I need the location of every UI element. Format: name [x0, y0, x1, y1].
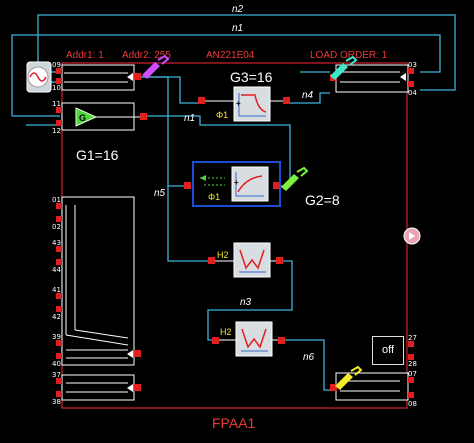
pin-label: 12	[52, 127, 61, 135]
pin-label: 10	[52, 84, 61, 92]
io-cell-01-44[interactable]	[61, 196, 141, 366]
pin-label: 39	[52, 333, 61, 341]
pin-label: 03	[408, 61, 417, 69]
svg-text:+: +	[234, 178, 239, 187]
step-response-icon	[235, 172, 264, 197]
cab-h2-top[interactable]: H2	[208, 242, 283, 278]
pin-label: 08	[408, 400, 417, 408]
probe-icon[interactable]	[281, 166, 309, 191]
net-label-n2: n2	[232, 4, 244, 15]
speaker-icon[interactable]	[403, 227, 421, 245]
pin-label: 41	[52, 286, 61, 294]
load-order-label: LOAD ORDER: 1	[310, 50, 388, 61]
pin-label: 42	[52, 313, 61, 321]
pin-label: 43	[52, 239, 61, 247]
device-label: AN221E04	[206, 50, 255, 61]
svg-text:+: +	[236, 99, 241, 108]
pin-label: 27	[408, 334, 417, 342]
probe-icon[interactable]	[335, 365, 363, 390]
net-label-n5: n5	[154, 188, 166, 199]
pin-label: 02	[52, 223, 61, 231]
gain-triangle-icon	[75, 107, 98, 127]
io-cell-37-38[interactable]	[61, 374, 141, 401]
cab-h2-bottom[interactable]: H2	[212, 321, 285, 357]
probe-icon[interactable]	[142, 54, 170, 79]
right-pin-markers	[408, 68, 414, 398]
cab-g3[interactable]: + Φ1	[198, 86, 290, 122]
pin-label: 09	[52, 61, 61, 69]
h2-label-top: H2	[217, 250, 229, 260]
addr2-label: Addr2: 255	[122, 50, 171, 61]
net-label-n3: n3	[240, 297, 252, 308]
pin-label: 04	[408, 89, 417, 97]
pin-label: 38	[52, 398, 61, 406]
net-label-n1: n1	[184, 113, 195, 124]
probe-icon[interactable]	[330, 55, 358, 80]
pin-label: 01	[52, 196, 61, 204]
io-cell-03-04[interactable]	[330, 64, 409, 93]
phi-label-g3: Φ1	[216, 110, 228, 120]
io-cell-09-10[interactable]	[61, 64, 141, 91]
sine-wave-source-icon[interactable]	[26, 61, 52, 93]
chip-name-label: FPAA1	[212, 415, 256, 431]
pin-label: 11	[52, 100, 61, 108]
addr1-label: Addr1: 1	[66, 50, 104, 61]
pin-label: 44	[52, 266, 61, 274]
left-pin-markers	[56, 68, 62, 397]
net-label-n6: n6	[303, 352, 315, 363]
net-label-n4: n4	[302, 90, 314, 101]
pin-label: 28	[408, 360, 417, 368]
phi-label-g2: Φ1	[208, 192, 220, 202]
pin-label: 37	[52, 371, 61, 379]
gain-label-g2: G2=8	[305, 192, 340, 208]
off-button[interactable]: off	[372, 336, 404, 365]
gain-label-g3: G3=16	[230, 69, 273, 85]
gain-block-letter: G	[79, 113, 86, 123]
pin-label: 40	[52, 360, 61, 368]
net-label-n1-top: n1	[232, 23, 243, 34]
gain-label-g1: G1=16	[76, 147, 119, 163]
io-cell-11-12[interactable]: G	[61, 102, 147, 131]
pin-label: 07	[408, 370, 417, 378]
h2-label-bottom: H2	[220, 327, 232, 337]
notch-filter-icon	[239, 249, 265, 270]
notch-filter-icon	[241, 328, 267, 349]
step-response-icon	[238, 93, 266, 117]
cab-g2[interactable]: + Φ1	[184, 161, 281, 207]
